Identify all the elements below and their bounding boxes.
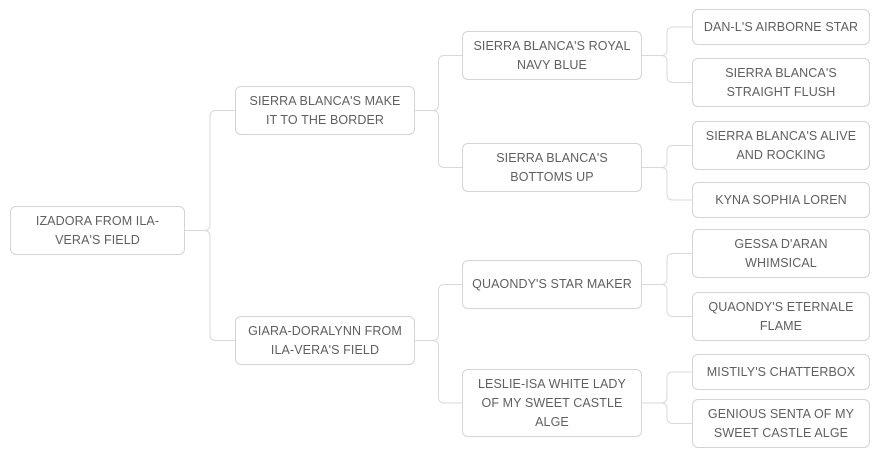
pedigree-node[interactable]: SIERRA BLANCA'S BOTTOMS UP [462, 143, 642, 192]
pedigree-node-label: SIERRA BLANCA'S MAKE IT TO THE BORDER [249, 93, 401, 127]
pedigree-node-label: KYNA SOPHIA LOREN [715, 192, 847, 207]
pedigree-node-label: LESLIE-ISA WHITE LADY OF MY SWEET CASTLE… [478, 376, 626, 429]
pedigree-node[interactable]: LESLIE-ISA WHITE LADY OF MY SWEET CASTLE… [462, 369, 642, 437]
pedigree-connector [415, 284, 462, 341]
pedigree-node[interactable]: MISTILY'S CHATTERBOX [692, 354, 870, 390]
pedigree-node-label: SIERRA BLANCA'S BOTTOMS UP [496, 150, 608, 184]
pedigree-node-label: SIERRA BLANCA'S STRAIGHT FLUSH [725, 65, 837, 99]
pedigree-node[interactable]: GIARA-DORALYNN FROM ILA-VERA'S FIELD [235, 316, 415, 365]
pedigree-connector [642, 26, 692, 56]
pedigree-connector [642, 253, 692, 285]
pedigree-node[interactable]: GENIOUS SENTA OF MY SWEET CASTLE ALGE [692, 399, 870, 448]
pedigree-node-label: GESSA D'ARAN WHIMSICAL [734, 236, 828, 270]
pedigree-node-label: MISTILY'S CHATTERBOX [706, 364, 856, 379]
pedigree-node[interactable]: SIERRA BLANCA'S MAKE IT TO THE BORDER [235, 86, 415, 135]
pedigree-node[interactable]: KYNA SOPHIA LOREN [692, 182, 870, 218]
pedigree-node[interactable]: DAN-L'S AIRBORNE STAR [692, 9, 870, 45]
pedigree-connector [185, 230, 235, 341]
pedigree-node[interactable]: IZADORA FROM ILA-VERA'S FIELD [10, 206, 185, 255]
pedigree-node-label: GIARA-DORALYNN FROM ILA-VERA'S FIELD [248, 323, 402, 357]
pedigree-node[interactable]: SIERRA BLANCA'S STRAIGHT FLUSH [692, 58, 870, 107]
pedigree-connector [642, 167, 692, 201]
pedigree-node-label: SIERRA BLANCA'S ALIVE AND ROCKING [705, 128, 857, 162]
pedigree-node[interactable]: SIERRA BLANCA'S ROYAL NAVY BLUE [462, 31, 642, 80]
pedigree-connector [415, 55, 462, 111]
pedigree-connector [415, 110, 462, 168]
pedigree-node-label: DAN-L'S AIRBORNE STAR [703, 19, 859, 34]
pedigree-node-label: QUAONDY'S STAR MAKER [472, 277, 632, 291]
pedigree-node-label: QUAONDY'S ETERNALE FLAME [708, 299, 854, 333]
pedigree-node[interactable]: QUAONDY'S STAR MAKER [462, 260, 642, 309]
pedigree-node-label: IZADORA FROM ILA-VERA'S FIELD [35, 213, 160, 247]
pedigree-node[interactable]: QUAONDY'S ETERNALE FLAME [692, 292, 870, 341]
pedigree-node[interactable]: SIERRA BLANCA'S ALIVE AND ROCKING [692, 121, 870, 170]
pedigree-connector [642, 55, 692, 83]
pedigree-connector [185, 110, 235, 231]
pedigree-connector [415, 340, 462, 404]
pedigree-node-label: GENIOUS SENTA OF MY SWEET CASTLE ALGE [707, 406, 855, 440]
pedigree-node[interactable]: GESSA D'ARAN WHIMSICAL [692, 229, 870, 278]
pedigree-connector [642, 284, 692, 317]
pedigree-connector [642, 145, 692, 168]
pedigree-node-label: SIERRA BLANCA'S ROYAL NAVY BLUE [473, 38, 631, 72]
pedigree-connector [642, 371, 692, 404]
pedigree-connector [642, 402, 692, 424]
